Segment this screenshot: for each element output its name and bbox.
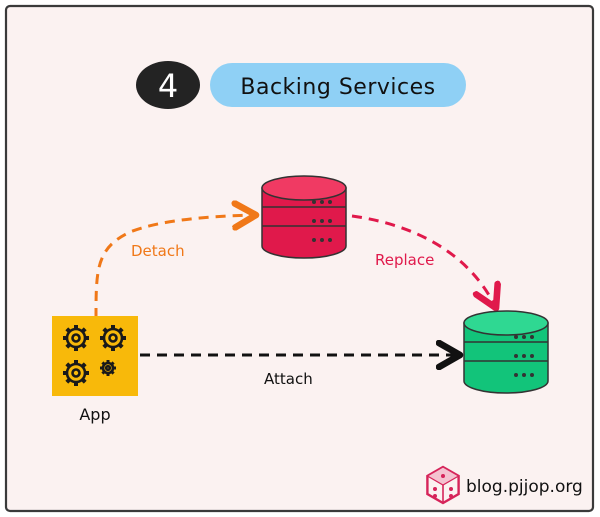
detach-label: Detach — [131, 242, 185, 260]
replacement-database-icon — [463, 310, 549, 394]
title-pill — [210, 63, 466, 107]
app-node: App — [52, 316, 138, 424]
step-number: 4 — [158, 67, 178, 105]
site-logo-icon — [426, 465, 460, 505]
step-badge — [136, 61, 200, 109]
replace-arrow — [351, 214, 496, 308]
gears-icon — [63, 325, 126, 386]
original-database-icon — [261, 175, 347, 259]
app-label: App — [79, 405, 110, 424]
app-box — [52, 316, 138, 396]
header: 4 Backing Services — [136, 61, 466, 109]
attach-label: Attach — [264, 370, 313, 388]
detach-arrow — [94, 215, 256, 319]
replace-label: Replace — [375, 251, 434, 269]
site-url[interactable]: blog.pjjop.org — [466, 477, 583, 497]
page-title: Backing Services — [240, 75, 435, 100]
